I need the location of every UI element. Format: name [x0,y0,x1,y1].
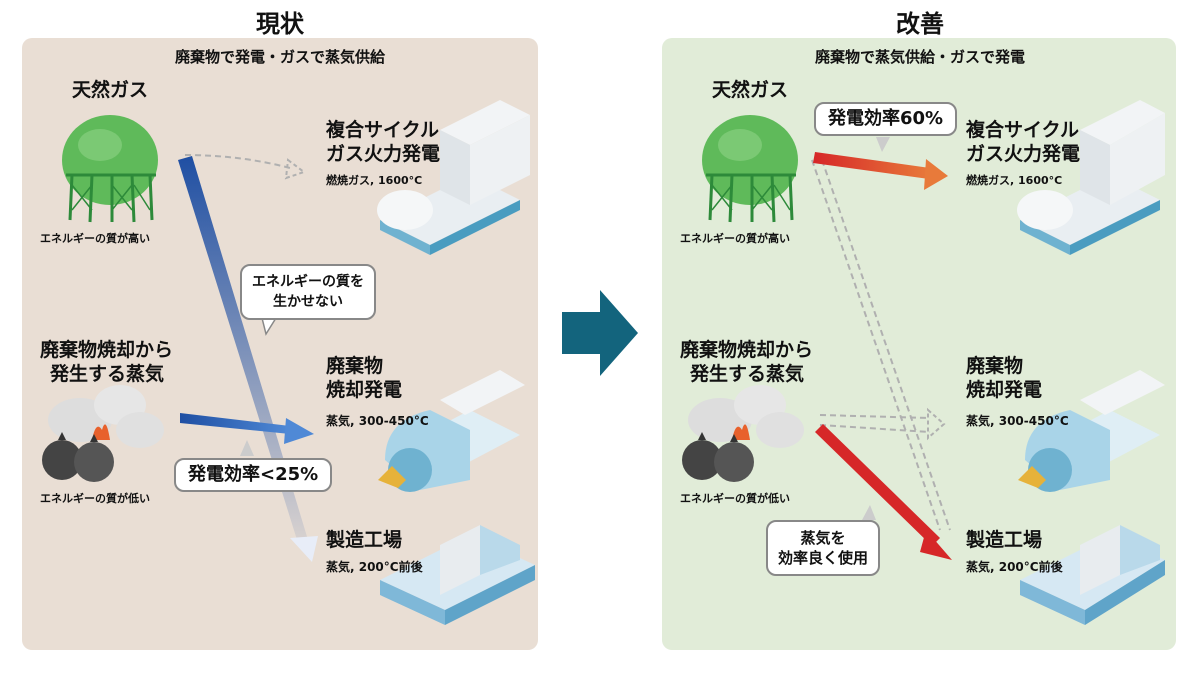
right-panel-subtitle: 廃棄物で蒸気供給・ガスで発電 [814,48,1025,66]
plant2-spec: 蒸気, 300-450°C [966,414,1069,428]
plant1-spec: 燃焼ガス, 1600°C [966,174,1063,187]
plant2-label-line2: 焼却発電 [966,379,1043,401]
gas-tank-icon [62,115,158,223]
steam-callout-line2: 効率良く使用 [778,549,869,567]
factory-icon [380,525,535,625]
quality-callout-line1: エネルギーの質を [252,274,364,290]
quality-callout-line2: 生かせない [273,294,343,310]
plant3-label: 製造工場 [966,529,1043,551]
gas-to-factory-dashed-arrow [811,159,951,531]
gas-to-plant-red-arrow [813,152,948,190]
gas-label: 天然ガス [72,79,149,101]
gas-tank-icon [702,115,798,223]
quality-callout: エネルギーの質を 生かせない [240,264,376,320]
plant1-label-line2: ガス火力発電 [326,143,441,165]
plant2-label-line1: 廃棄物 [326,355,384,377]
efficiency-callout: 発電効率60% [814,102,958,136]
transition-arrow-icon [562,290,638,376]
callout-pointer [261,317,278,336]
waste-label-line1: 廃棄物焼却から [680,339,814,361]
callout-pointer [862,505,876,520]
plant2-spec: 蒸気, 300-450°C [326,414,429,428]
plant3-spec: 蒸気, 200°C前後 [326,560,423,574]
gas-to-factory-blue-arrow [178,156,318,562]
plant3-spec: 蒸気, 200°C前後 [966,560,1063,574]
waste-to-incinerator-blue-arrow [180,413,314,444]
plant2-label-line2: 焼却発電 [326,379,403,401]
steam-callout: 蒸気を 効率良く使用 [766,520,881,576]
waste-label-line2: 発生する蒸気 [690,363,805,385]
power-plant-icon [1017,100,1165,255]
plant1-label-line2: ガス火力発電 [966,143,1081,165]
incinerator-icon [378,370,525,492]
plant1-label-line1: 複合サイクル [326,119,440,141]
plant2-label-line1: 廃棄物 [966,355,1024,377]
incinerator-icon [1018,370,1165,492]
efficiency-callout: 発電効率<25% [174,458,333,492]
callout-pointer [240,440,254,456]
waste-to-incinerator-dashed-arrow [819,407,946,441]
power-plant-icon [377,100,530,255]
waste-label-line1: 廃棄物焼却から [40,339,174,361]
right-panel-title: 改善 [896,10,944,38]
gas-label: 天然ガス [712,79,789,101]
gas-to-plant-dashed-arrow [184,154,307,180]
waste-bags-icon [42,385,164,482]
gas-quality-label: エネルギーの質が高い [40,232,150,245]
plant3-label: 製造工場 [326,529,403,551]
plant1-label-line1: 複合サイクル [966,119,1080,141]
waste-label-line2: 発生する蒸気 [50,363,165,385]
plant1-spec: 燃焼ガス, 1600°C [326,174,423,187]
factory-icon [1020,525,1165,625]
waste-bags-icon [682,385,804,482]
gas-quality-label: エネルギーの質が高い [680,232,790,245]
steam-callout-line1: 蒸気を [800,529,846,547]
left-panel-subtitle: 廃棄物で発電・ガスで蒸気供給 [174,48,385,66]
callout-pointer [876,137,890,152]
waste-quality-label: エネルギーの質が低い [40,492,150,505]
left-panel-title: 現状 [256,10,304,38]
waste-to-factory-red-arrow [815,424,952,560]
waste-quality-label: エネルギーの質が低い [680,492,790,505]
